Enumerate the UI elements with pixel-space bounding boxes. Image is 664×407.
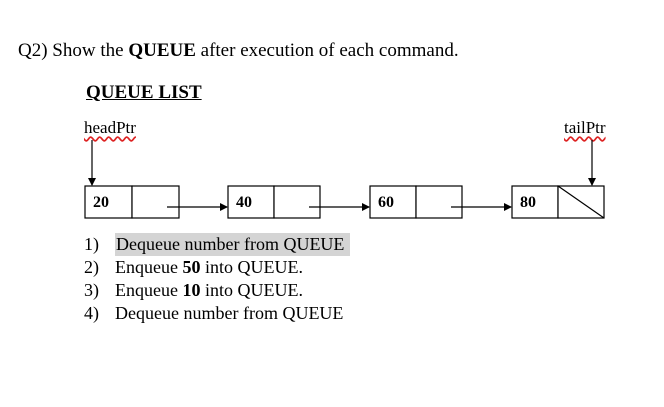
null-pointer-slash [557,185,605,219]
node-next-cell [131,185,180,219]
head-pointer-label: headPtr [84,118,136,137]
node-data-cell [511,185,559,219]
command-item: 3) Enqueue 10 into QUEUE. [84,279,350,302]
command-text: Enqueue 10 into QUEUE. [115,280,303,300]
node-value: 60 [378,194,394,211]
question-prefix: Q2) Show the [18,40,129,61]
command-number: 4) [84,303,99,323]
node-data-cell [84,185,133,219]
queue-node: 40 [227,185,321,219]
question-suffix: after execution of each command. [195,40,459,61]
command-number: 2) [84,257,99,277]
node-value: 80 [520,194,536,211]
queue-list-title: QUEUE LIST [86,82,202,103]
command-item: 4) Dequeue number from QUEUE [84,302,350,325]
node-data-cell [227,185,275,219]
queue-node: 60 [369,185,463,219]
node-next-cell [273,185,321,219]
command-text: Dequeue number from QUEUE [115,303,344,323]
command-text: Enqueue 50 into QUEUE. [115,257,303,277]
queue-node: 20 [84,185,180,219]
node-next-cell [415,185,463,219]
command-number: 1) [84,234,99,254]
queue-node: 80 [511,185,605,219]
command-list: 1) Dequeue number from QUEUE 2) Enqueue … [84,233,351,325]
command-item: 1) Dequeue number from QUEUE [84,233,351,256]
command-number: 3) [84,280,99,300]
tail-pointer-label: tailPtr [564,118,606,137]
node-value: 40 [236,194,252,211]
command-item: 2) Enqueue 50 into QUEUE. [84,256,350,279]
node-value: 20 [93,194,109,211]
command-text: Dequeue number from QUEUE [115,233,351,256]
question-text: Q2) Show the QUEUE after execution of ea… [18,40,459,62]
question-bold-word: QUEUE [128,40,196,61]
